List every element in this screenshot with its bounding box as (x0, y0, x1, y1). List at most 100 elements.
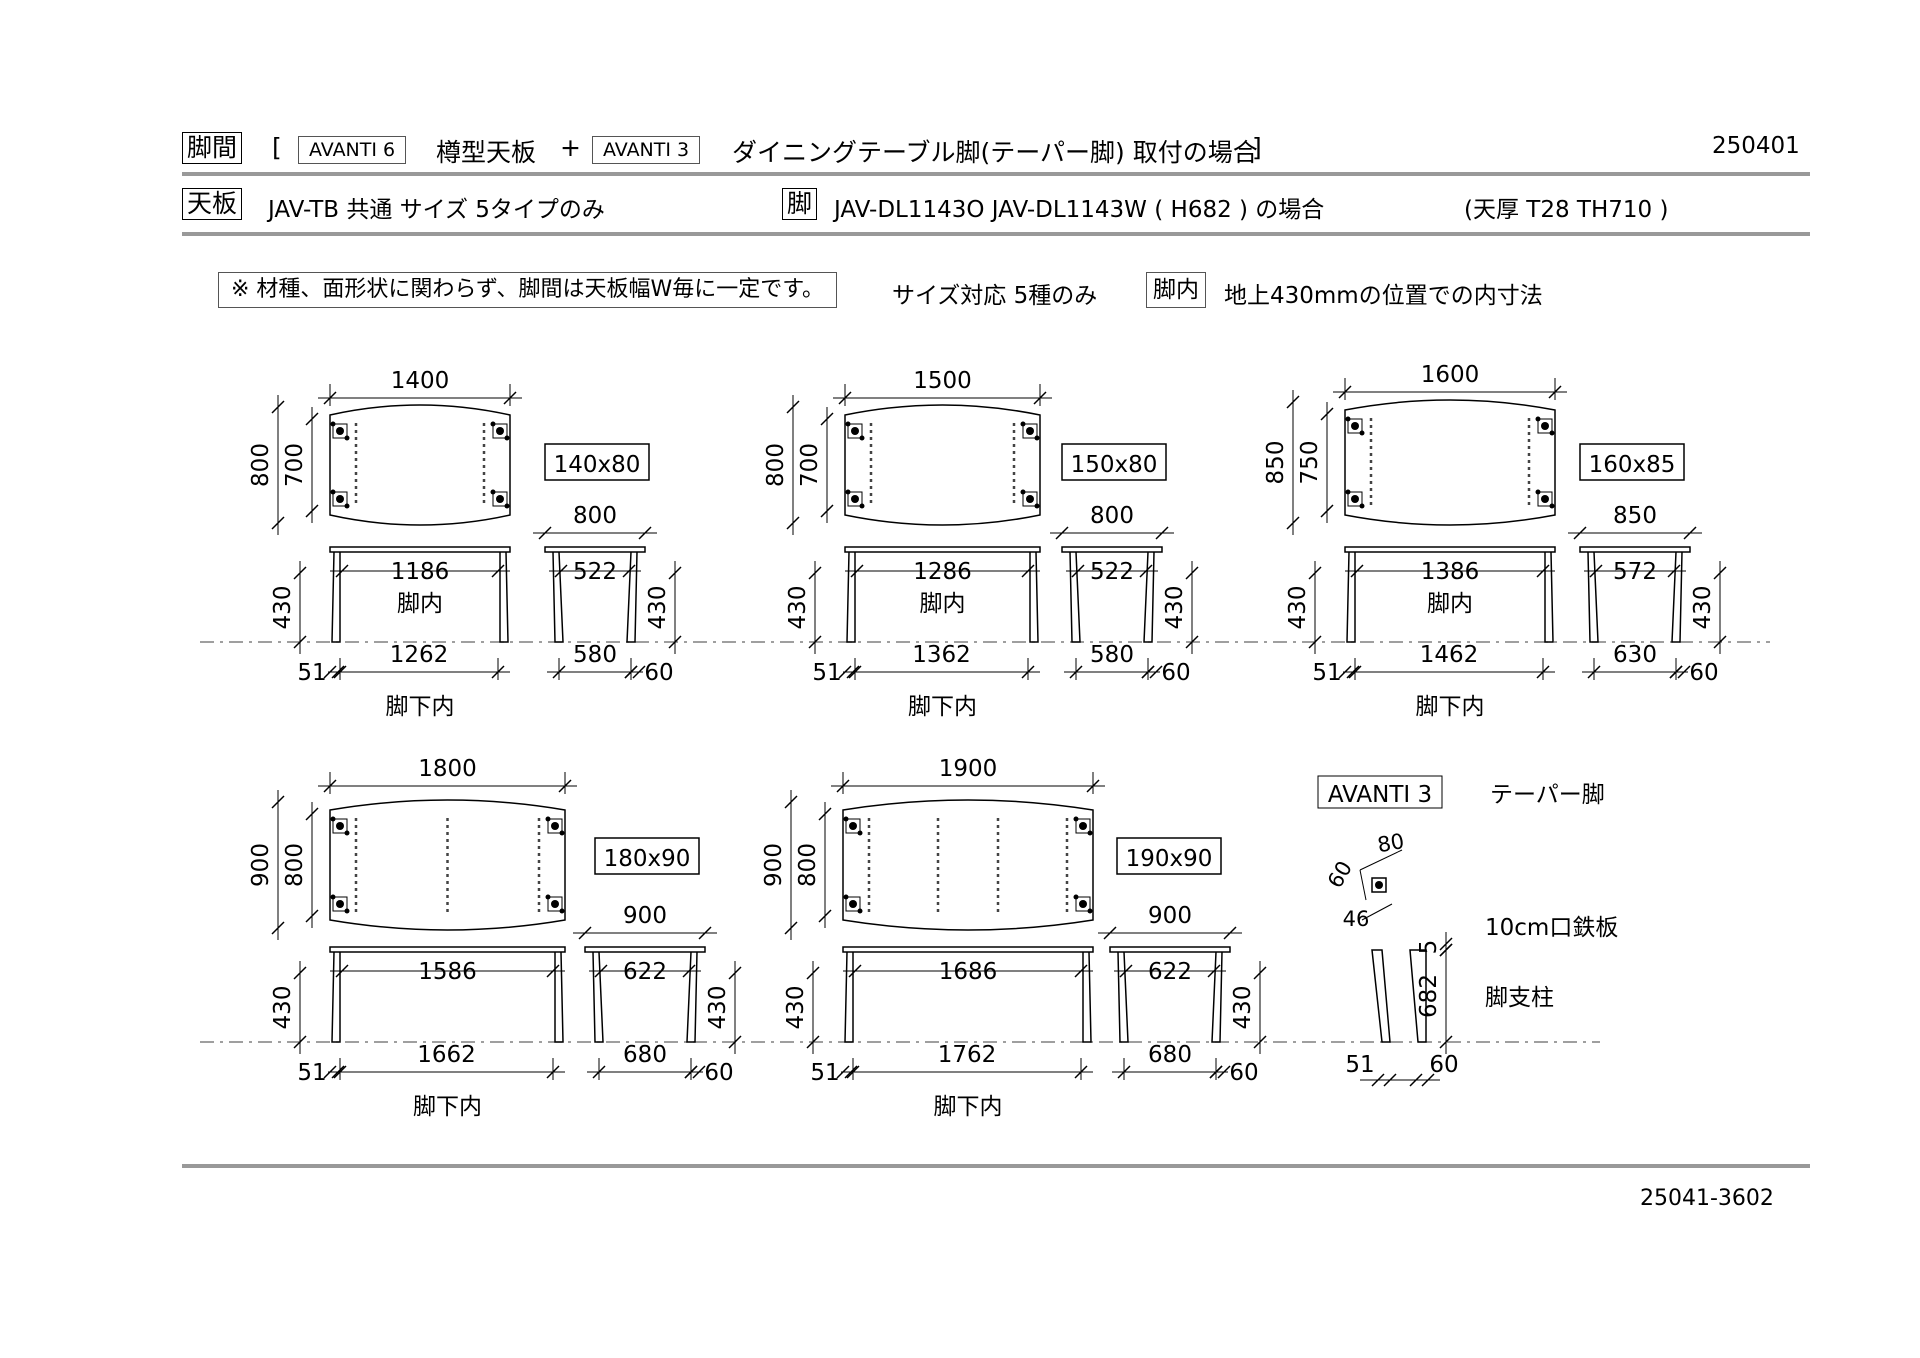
dim-height-front-label: 430 (785, 586, 811, 630)
dim-height-side-label: 430 (645, 586, 671, 630)
leg-mount-icon (330, 489, 350, 509)
inner-front-label: 1586 (418, 959, 477, 985)
dim-bottom-front: 1462 (1343, 642, 1555, 680)
leg-mount-icon (1345, 489, 1365, 509)
leg-text: JAV-DL1143O JAV-DL1143W ( H682 ) の場合 (834, 197, 1325, 223)
dim-length-label: 1500 (913, 368, 972, 394)
dim-depth-inner-label: 750 (1297, 441, 1323, 485)
front-leg (844, 951, 854, 1043)
dim-height-side: 430 (1162, 561, 1199, 654)
dim-inner-side (1066, 564, 1158, 578)
doc-code: 250401 (1712, 133, 1800, 159)
size-label: 190x90 (1126, 846, 1213, 872)
dim-height-side: 430 (705, 961, 742, 1054)
dim-bottom-side: 680 (1112, 1042, 1228, 1080)
detail-d-label: 60 (1429, 1052, 1458, 1078)
dim-height-side: 430 (1230, 961, 1267, 1054)
size-label-box: 190x90 (1116, 837, 1222, 875)
dim-height-side-label: 430 (1162, 586, 1188, 630)
top-shape-text: 樽型天板 (436, 138, 537, 167)
dim-height-front-label: 430 (783, 986, 809, 1030)
tabletop-plan (844, 404, 1041, 526)
leg-depth-label: 60 (704, 1060, 733, 1086)
front-elevation (1344, 546, 1556, 643)
detail-dim-46: 46 (1343, 907, 1370, 931)
dim-inner-front (330, 964, 565, 978)
front-top (1344, 546, 1556, 553)
dim-length-label: 1600 (1421, 362, 1480, 388)
dim-length: 1900 (831, 756, 1105, 794)
front-leg (1346, 551, 1356, 643)
dim-height-side: 430 (1690, 561, 1727, 654)
dim-leg-depth: 60 (1141, 660, 1191, 686)
front-leg (331, 951, 341, 1043)
side-top (584, 946, 706, 953)
side-top (544, 546, 646, 553)
detail-title: テーパー脚 (1490, 782, 1605, 808)
dim-height-side-label: 430 (1230, 986, 1256, 1030)
leg-mount-icon (1535, 416, 1555, 436)
plus-sign: + (560, 133, 581, 162)
dim-side-width-label: 800 (1090, 503, 1134, 529)
leg-inner-label: 脚内 (397, 591, 443, 617)
side-leg (552, 551, 564, 643)
side-leg (1587, 551, 1599, 643)
leg-width-label: 51 (812, 660, 841, 686)
size-label-box: 180x90 (594, 837, 700, 875)
leg-mount-icon (843, 894, 863, 914)
plate-label: 10cm口鉄板 (1485, 915, 1618, 941)
front-leg (1082, 951, 1092, 1043)
dim-side-width: 800 (533, 503, 657, 540)
front-elevation (844, 546, 1041, 643)
dim-side-width: 900 (1098, 903, 1242, 940)
note-box: ※ 材種、面形状に関わらず、脚間は天板幅W毎に一定です。 (218, 272, 838, 308)
dim-leg-depth: 60 (624, 660, 674, 686)
leg-inner-label: 脚内 (920, 591, 966, 617)
dim-inner-side (1114, 964, 1226, 978)
leg-mount-icon (1020, 489, 1040, 509)
dim-inner-front (843, 964, 1093, 978)
dim-depth-outer: 900 (248, 790, 285, 940)
leg-depth-label: 60 (1229, 1060, 1258, 1086)
dim-length: 1400 (318, 368, 522, 406)
leg-mount-icon (330, 894, 350, 914)
leg-mount-icon (545, 816, 565, 836)
dim-depth-inner: 800 (795, 802, 832, 928)
leg-inner-label: 脚内 (1427, 591, 1473, 617)
dim-leg-depth: 60 (1209, 1060, 1259, 1086)
size-label: 150x80 (1071, 452, 1158, 478)
dim-leg-width: 51 (297, 660, 345, 686)
dim-depth-outer: 800 (763, 395, 800, 535)
header-rule (182, 172, 1810, 176)
dim-height-front: 430 (785, 561, 822, 654)
leg-mount-icon (490, 421, 510, 441)
dim-bottom-side: 680 (587, 1042, 703, 1080)
leg-front-profile (1371, 949, 1391, 1043)
dim-bottom-front-label: 1462 (1420, 642, 1479, 668)
size-label: 180x90 (604, 846, 691, 872)
dim-inner-front (330, 564, 510, 578)
leg-depth-label: 60 (1689, 660, 1718, 686)
leg-tag: 脚 (782, 188, 818, 220)
tabletop-plan (329, 799, 566, 931)
leg-mount-icon (1073, 816, 1093, 836)
dim-leg-depth: 60 (684, 1060, 734, 1086)
dim-height-side: 430 (645, 561, 682, 654)
bracket-close: ] (1252, 133, 1262, 162)
bracket-open: [ (272, 133, 282, 162)
subheader-rule (182, 232, 1810, 236)
leg-mount-icon (1073, 894, 1093, 914)
dim-leg-width: 51 (1312, 660, 1360, 686)
bottom-inner-label: 脚下内 (386, 694, 455, 720)
dim-bottom-side: 630 (1582, 642, 1688, 680)
leg-mount-icon (845, 421, 865, 441)
side-leg (1671, 551, 1683, 643)
dim-side-width-label: 900 (623, 903, 667, 929)
